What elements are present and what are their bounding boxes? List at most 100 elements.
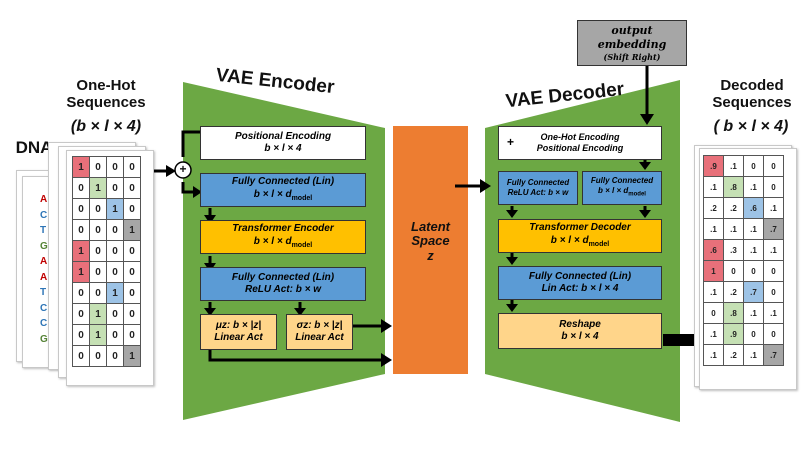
dec-fc-model-box: Fully Connected b × l × dmodel (582, 171, 662, 205)
matrix-row: .1.2.1.7 (703, 344, 784, 366)
mu-dims: Linear Act (214, 332, 263, 343)
sigma-box: σz: b × |z| Linear Act (286, 314, 353, 350)
fc-lin-title: Fully Connected (Lin) (231, 176, 335, 188)
one-hot-cell: 0 (89, 240, 107, 262)
transformer-decoder-sub: model (588, 240, 610, 248)
reshape-box: Reshape b × l × 4 (498, 313, 662, 349)
decoded-cell: .1 (763, 197, 784, 219)
decoded-cell: .1 (723, 155, 744, 177)
one-hot-cell: 0 (89, 261, 107, 283)
one-hot-cell: 0 (123, 198, 141, 220)
decoded-cell: .1 (723, 218, 744, 240)
arrow-plus-fc (181, 182, 194, 194)
decoded-cell: .9 (723, 323, 744, 345)
sigma-dims: Linear Act (295, 332, 344, 343)
decoded-cell: 0 (763, 281, 784, 303)
one-hot-cell: 0 (89, 219, 107, 241)
decoded-cell: .1 (763, 302, 784, 324)
decoded-cell: .1 (743, 239, 764, 261)
one-hot-cell: 1 (89, 177, 107, 199)
onehot-pos-l2: Positional Encoding (536, 143, 624, 153)
one-hot-cell: 0 (123, 324, 141, 346)
sigma-title: σz: b × |z| (296, 319, 343, 331)
decoded-cell: .1 (743, 344, 764, 366)
decoded-title: Decoded Sequences (712, 77, 792, 111)
decoded-cell: .3 (723, 239, 744, 261)
one-hot-cell: 0 (123, 177, 141, 199)
one-hot-cell: 1 (123, 345, 141, 367)
output-embedding-l2: embedding (597, 38, 667, 51)
decoded-cell: .1 (703, 344, 724, 366)
one-hot-cell: 0 (106, 324, 124, 346)
dna-base: C (40, 318, 48, 329)
transformer-decoder-box: Transformer Decoder b × l × dmodel (498, 219, 662, 253)
one-hot-cell: 0 (123, 303, 141, 325)
one-hot-cell: 1 (89, 303, 107, 325)
plus-glyph: + (507, 135, 515, 149)
decoded-cell: 0 (763, 176, 784, 198)
decoded-cell: .6 (703, 239, 724, 261)
output-embedding-box: output embedding (Shift Right) (577, 20, 687, 66)
one-hot-cell: 0 (72, 324, 90, 346)
dec-fc-model-l1: Fully Connected (590, 176, 654, 186)
transformer-encoder-title: Transformer Encoder (232, 223, 334, 235)
decoded-cell: 0 (763, 260, 784, 282)
dna-base: C (40, 302, 48, 314)
dec-fc-model-l2: b × l × d (598, 186, 629, 196)
decoded-cell: 0 (743, 323, 764, 345)
one-hot-cell: 0 (72, 303, 90, 325)
latent-space-block (393, 126, 468, 374)
decoded-cell: 1 (703, 260, 724, 282)
arrow-pos-loop (181, 130, 200, 157)
decoded-cell: .1 (743, 218, 764, 240)
mu-title: μz: b × |z| (215, 319, 262, 331)
one-hot-cell: 0 (72, 219, 90, 241)
positional-encoding-title: Positional Encoding (234, 130, 332, 142)
one-hot-cell: 1 (123, 219, 141, 241)
dec-fc-lin-box: Fully Connected (Lin) Lin Act: b × l × 4 (498, 266, 662, 300)
plus-symbol: + (179, 162, 187, 176)
fc-relu-box: Fully Connected (Lin) ReLU Act: b × w (200, 267, 366, 301)
dna-base: C (40, 209, 48, 221)
fc-lin-dims: b × l × d (253, 188, 292, 200)
decoded-cell: .2 (723, 344, 744, 366)
decoded-cell: .1 (703, 218, 724, 240)
onehot-positional-box: +One-Hot Encoding Positional Encoding (498, 126, 662, 160)
decoded-cell: 0 (763, 323, 784, 345)
decoded-cell: .7 (763, 218, 784, 240)
dna-label: DNA (15, 138, 53, 157)
transformer-decoder-title: Transformer Decoder (529, 222, 631, 234)
arrow-mu-latent (208, 350, 382, 362)
one-hot-cell: 1 (106, 198, 124, 220)
dna-base: G (40, 333, 48, 345)
one-hot-cell: 0 (123, 261, 141, 283)
one-hot-cell: 1 (72, 156, 90, 178)
decoded-cell: 0 (743, 155, 764, 177)
one-hot-title: One-Hot Sequences (66, 77, 146, 111)
one-hot-cell: 0 (123, 156, 141, 178)
one-hot-cell: 0 (123, 240, 141, 262)
output-embedding-l1: output (611, 24, 653, 38)
decoded-cell: 0 (703, 302, 724, 324)
reshape-dims: b × l × 4 (561, 331, 599, 342)
matrix-row: 0.8.1.1 (703, 302, 784, 324)
one-hot-cell: 0 (106, 156, 124, 178)
decoded-cell: .1 (743, 302, 764, 324)
dec-fc-relu-l2: ReLU Act: b × w (507, 188, 569, 197)
one-hot-cell: 0 (106, 261, 124, 283)
decoded-cell: .8 (723, 302, 744, 324)
fc-relu-title: Fully Connected (Lin) (231, 271, 335, 283)
fc-lin-sub: model (291, 194, 313, 202)
transformer-encoder-sub: model (291, 241, 313, 249)
